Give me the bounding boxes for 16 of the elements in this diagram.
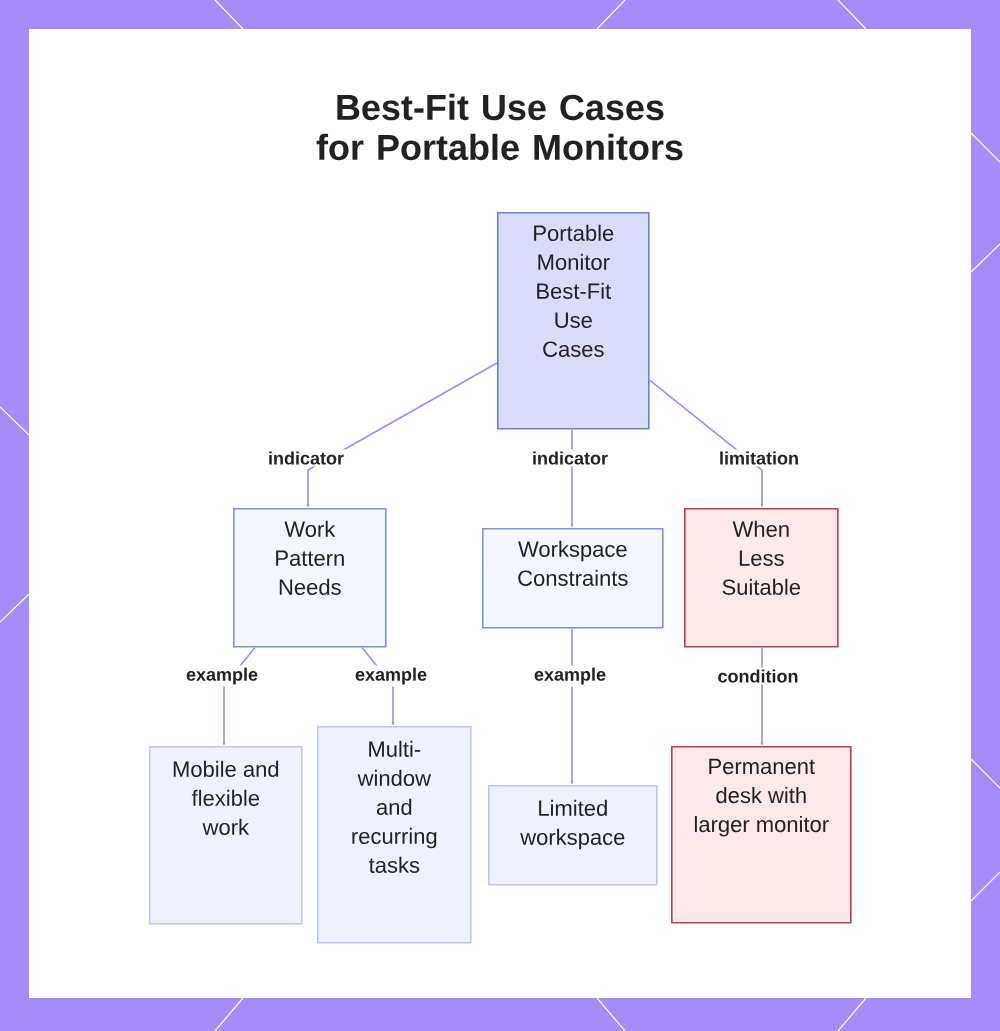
arrow	[760, 646, 764, 746]
concept-box: Limited workspace	[488, 785, 658, 886]
concept-box: Multi-window and recurring tasks	[317, 726, 472, 944]
arrow	[570, 627, 574, 785]
concept-box: Mobile and flexible work	[149, 746, 303, 925]
edge-label: limitation	[717, 449, 801, 467]
concept-box: Portable Monitor Best-Fit Use Cases	[497, 212, 650, 430]
concept-box: Workspace Constraints	[482, 528, 664, 629]
warning-box: Permanent desk with larger monitor	[671, 746, 852, 924]
concept-box: Work Pattern Needs	[233, 508, 387, 648]
arrow	[570, 428, 574, 528]
warning-box: When Less Suitable	[684, 508, 839, 648]
edge-label: indicator	[530, 449, 610, 467]
title: Best-Fit Use Cases for Portable Monitors	[316, 93, 683, 161]
edge-label: condition	[715, 667, 801, 685]
edge-label: indicator	[266, 449, 346, 467]
